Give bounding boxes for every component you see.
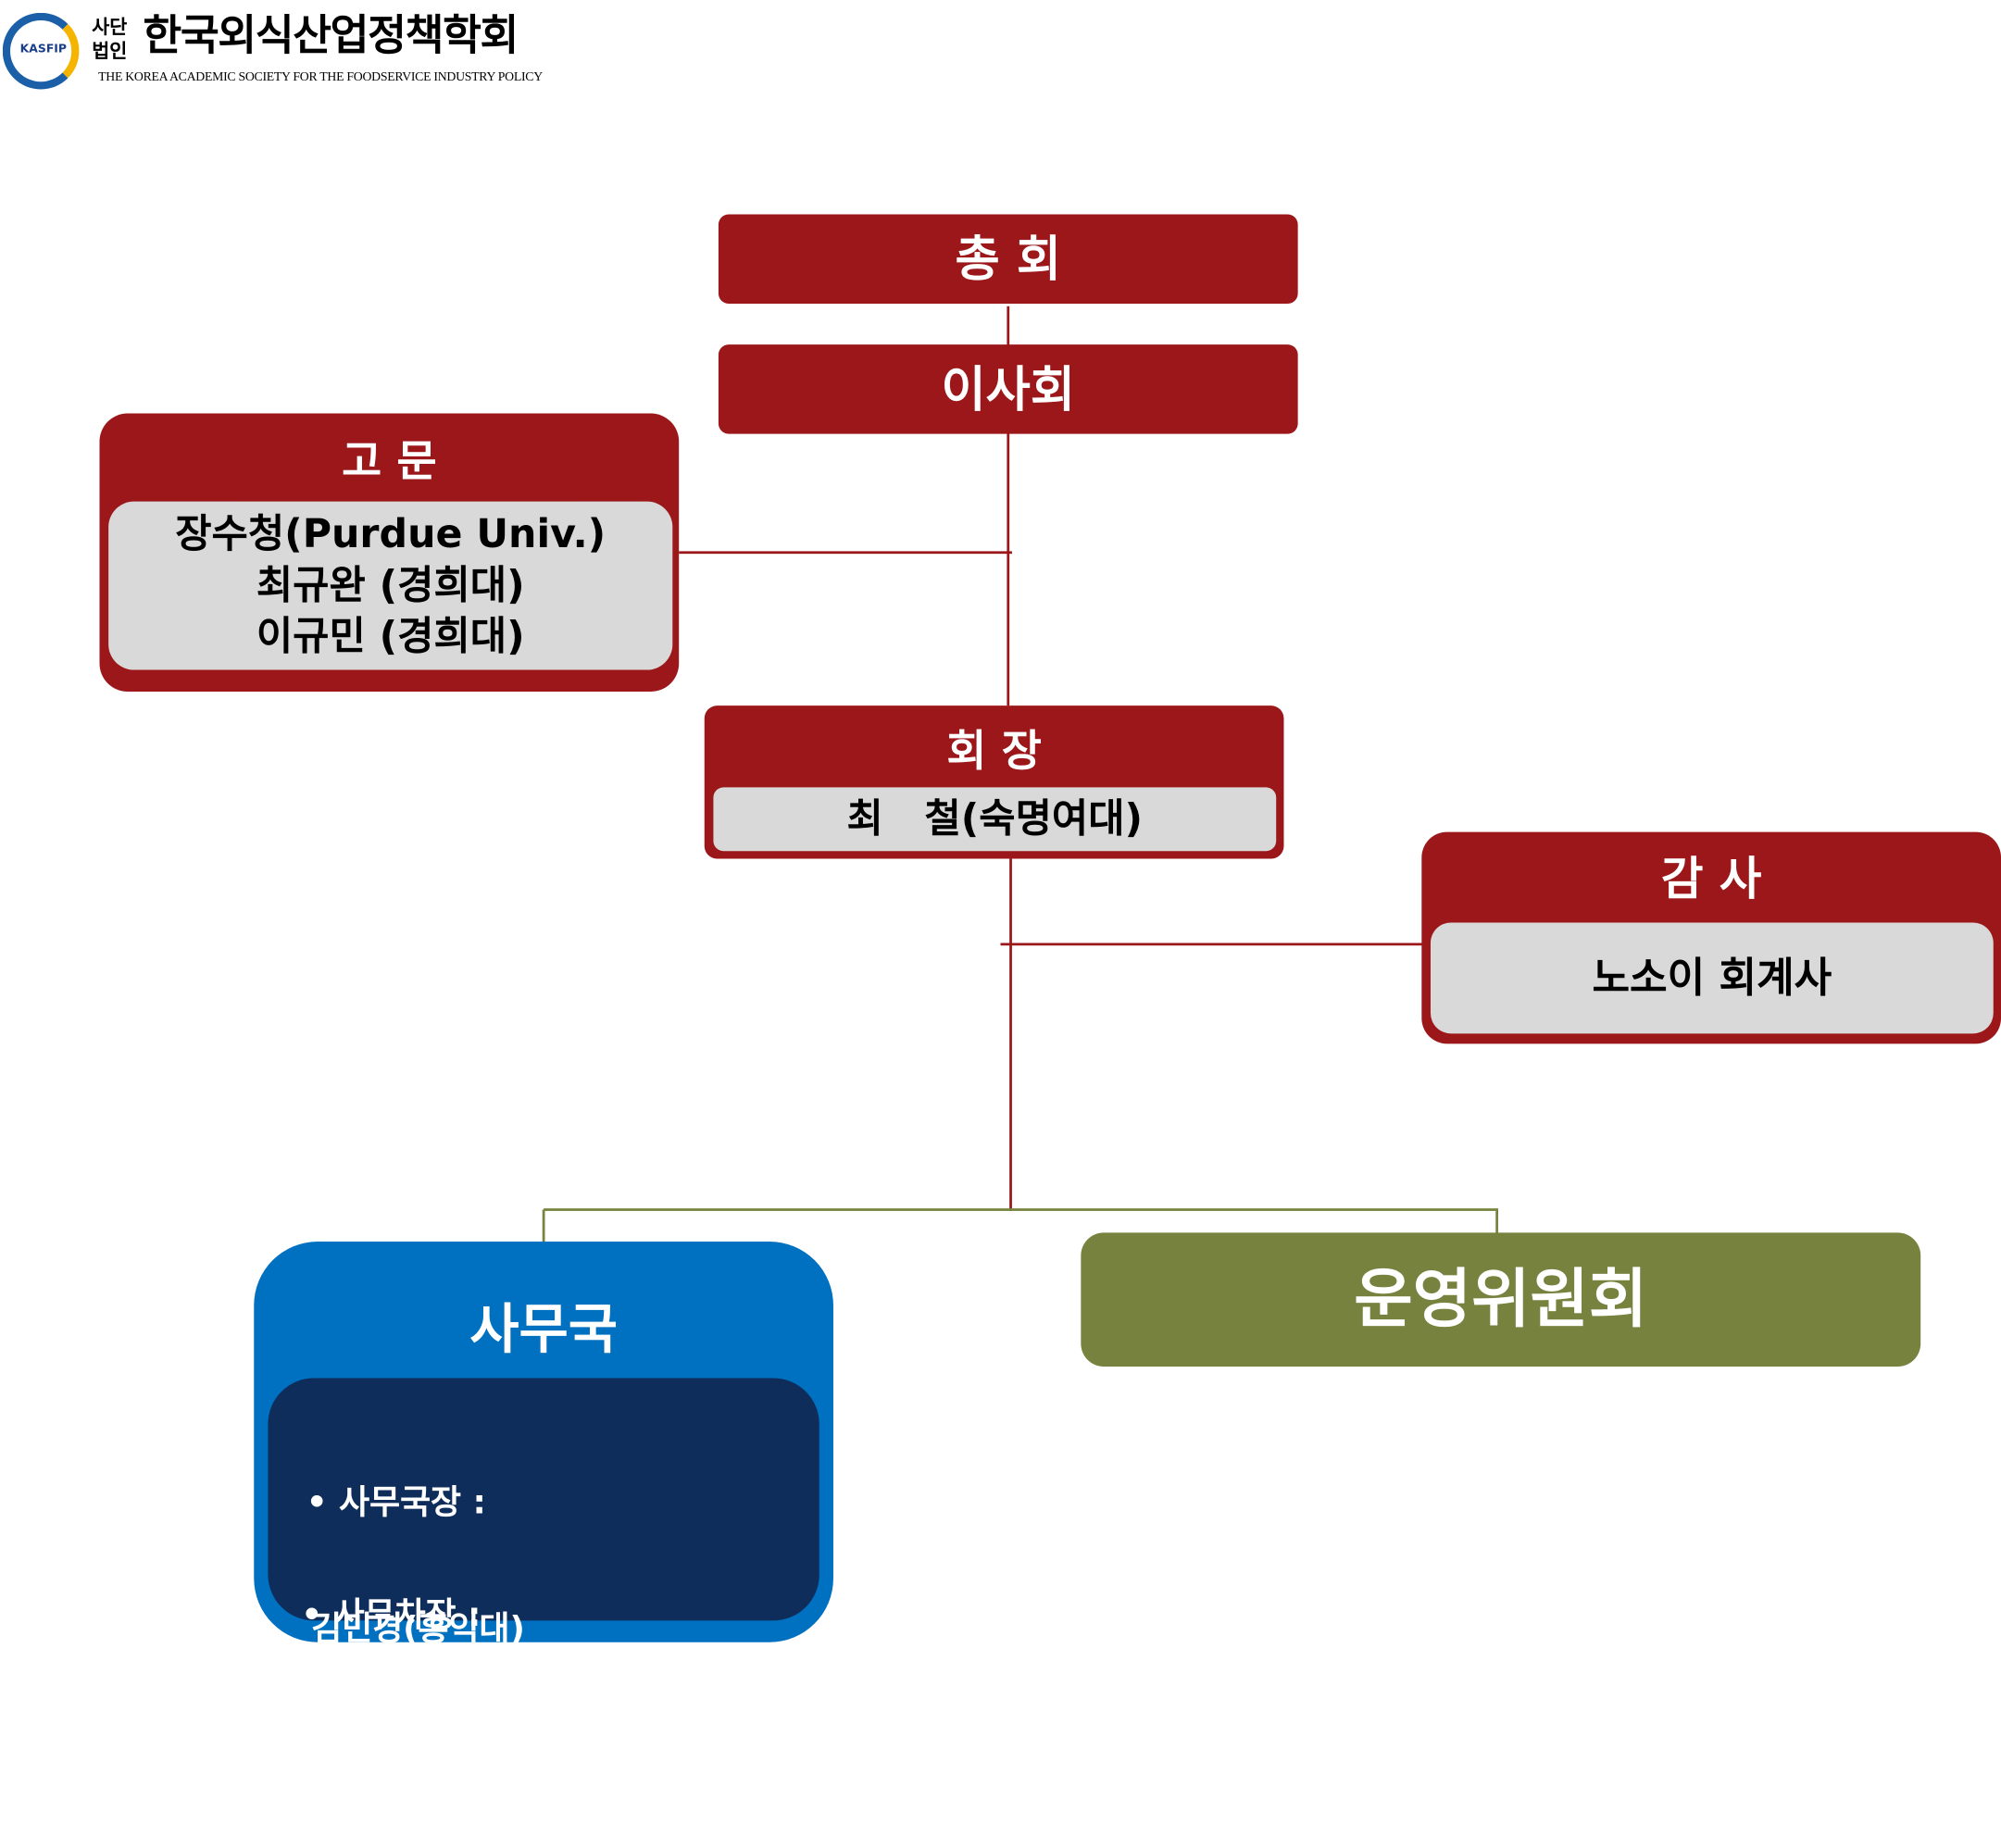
board-title: 이사회	[941, 361, 1076, 418]
secretariat-item: • 사무차장 : 김미견 ㈜영앤파트너즈)	[301, 1511, 669, 1848]
secretariat-name: 김미견 ㈜영앤파트너즈)	[334, 1722, 669, 1761]
secretariat-role: 사무국장 :	[339, 1483, 486, 1523]
general-assembly-box: 총 회	[718, 214, 1298, 305]
logo-emblem-text: KASFIP	[19, 43, 68, 56]
secretariat-title: 사무국	[469, 1297, 618, 1361]
logo: KASFIP 사단 법인 한국외식산업정책학회 THE KOREA ACADEM…	[0, 10, 613, 94]
bullet-icon: •	[301, 1596, 334, 1635]
advisor-member: 장수청(Purdue Univ.)	[175, 511, 607, 558]
advisors-title: 고 문	[342, 436, 437, 488]
connector-line	[1495, 1209, 1499, 1234]
connector-line	[544, 1208, 1499, 1211]
logo-corp-label: 사단	[92, 15, 128, 39]
secretariat-role: 사무차장 :	[333, 1596, 481, 1635]
steering-committee-title: 운영위원회	[1354, 1262, 1648, 1336]
advisor-member: 이규민 (경희대)	[256, 613, 525, 660]
logo-emblem-icon	[2, 12, 80, 90]
general-assembly-title: 총 회	[955, 231, 1062, 288]
logo-corp-label: 법인	[92, 39, 128, 63]
advisors-box: 고 문 장수청(Purdue Univ.) 최규완 (경희대) 이규민 (경희대…	[99, 413, 680, 692]
bullet-icon: •	[306, 1483, 340, 1523]
advisors-list: 장수청(Purdue Univ.) 최규완 (경희대) 이규민 (경희대)	[108, 501, 673, 670]
connector-line	[1009, 858, 1012, 1211]
president-box: 회 장 최 철(숙명여대)	[704, 705, 1284, 859]
president-title: 회 장	[946, 726, 1042, 778]
logo-name-ko: 한국외식산업정책학회	[143, 10, 519, 60]
connector-line	[542, 1209, 545, 1243]
president-name: 최 철(숙명여대)	[713, 787, 1277, 852]
secretariat-box: 사무국 • 사무국장 : 김민경(홍익대) • 사무차장 : 김미견 ㈜영앤파트…	[254, 1241, 833, 1761]
steering-committee-box: 운영위원회	[1081, 1232, 1921, 1367]
org-chart: KASFIP 사단 법인 한국외식산업정책학회 THE KOREA ACADEM…	[0, 10, 2001, 1761]
board-box: 이사회	[718, 344, 1298, 434]
advisor-member: 최규완 (경희대)	[256, 562, 525, 609]
logo-name-en: THE KOREA ACADEMIC SOCIETY FOR THE FOODS…	[98, 69, 543, 84]
connector-line	[679, 551, 1012, 555]
secretariat-members: • 사무국장 : 김민경(홍익대) • 사무차장 : 김미견 ㈜영앤파트너즈)	[268, 1378, 819, 1761]
connector-line	[1000, 943, 1423, 946]
connector-line	[1007, 306, 1010, 706]
auditor-name: 노소이 회계사	[1430, 922, 1994, 1034]
auditor-title: 감 사	[1660, 854, 1762, 906]
auditor-box: 감 사 노소이 회계사	[1421, 831, 2001, 1044]
